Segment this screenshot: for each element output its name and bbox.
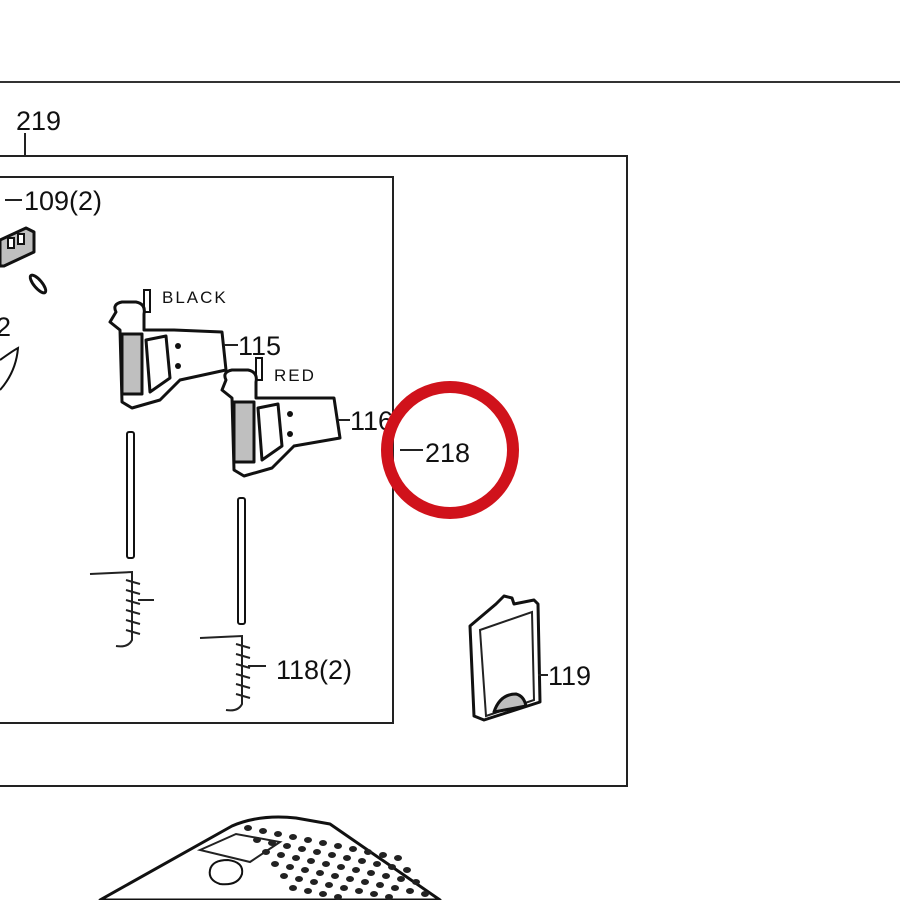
perforated-plate	[98, 815, 442, 900]
plate-hole	[382, 873, 390, 879]
plate-hole	[253, 837, 261, 843]
plate-hole	[367, 870, 375, 876]
assembly-box-219	[0, 155, 628, 787]
plate-hole	[391, 885, 399, 891]
plate-hole	[412, 879, 420, 885]
bracket-115	[108, 289, 228, 410]
plate-hole	[319, 840, 327, 846]
inner-box	[0, 176, 394, 724]
plate-hole	[277, 852, 285, 858]
part-2-fragment	[0, 346, 20, 391]
plate-hole	[295, 876, 303, 882]
plate-hole	[403, 867, 411, 873]
label-black[interactable]: BLACK	[162, 288, 228, 307]
highlight-circle	[381, 381, 519, 519]
plate-hole	[349, 846, 357, 852]
plate-hole	[262, 849, 270, 855]
plate-hole	[388, 864, 396, 870]
plate-hole	[319, 891, 327, 897]
part-109	[0, 226, 48, 295]
spring-left	[89, 570, 154, 648]
plate-hole	[352, 867, 360, 873]
plate-holes	[244, 825, 429, 900]
pin-left	[126, 431, 135, 559]
plate-hole	[340, 885, 348, 891]
plate-hole	[337, 864, 345, 870]
cover-119	[468, 594, 542, 722]
label-2[interactable]: 2	[0, 312, 11, 342]
label-115[interactable]: 115	[238, 331, 281, 361]
spring-right	[199, 634, 266, 712]
plate-hole	[310, 879, 318, 885]
plate-hole	[301, 867, 309, 873]
label-218[interactable]: 218	[425, 438, 470, 468]
plate-hole	[346, 876, 354, 882]
plate-hole	[370, 891, 378, 897]
plate-hole	[394, 855, 402, 861]
plate-hole	[331, 873, 339, 879]
plate-hole	[274, 831, 282, 837]
label-118[interactable]: 118(2)	[276, 655, 352, 685]
plate-hole	[421, 891, 429, 897]
plate-hole	[283, 843, 291, 849]
plate-hole	[334, 894, 342, 900]
plate-hole	[328, 852, 336, 858]
plate-hole	[343, 855, 351, 861]
plate-hole	[259, 828, 267, 834]
label-red[interactable]: RED	[274, 366, 316, 385]
plate-hole	[406, 888, 414, 894]
plate-hole	[307, 858, 315, 864]
plate-hole	[304, 837, 312, 843]
bracket-116	[220, 357, 342, 478]
plate-hole	[355, 888, 363, 894]
plate-hole	[298, 846, 306, 852]
plate-hole	[271, 861, 279, 867]
plate-hole	[304, 888, 312, 894]
plate-hole	[397, 876, 405, 882]
plate-hole	[358, 858, 366, 864]
pin-right	[237, 497, 246, 625]
plate-hole	[379, 852, 387, 858]
plate-hole	[322, 861, 330, 867]
plate-hole	[316, 870, 324, 876]
plate-hole	[361, 879, 369, 885]
plate-hole	[289, 885, 297, 891]
plate-hole	[385, 894, 393, 900]
label-119[interactable]: 119	[548, 661, 591, 691]
plate-hole	[373, 861, 381, 867]
plate-hole	[292, 855, 300, 861]
plate-hole	[244, 825, 252, 831]
plate-hole	[313, 849, 321, 855]
label-219[interactable]: 219	[16, 106, 61, 136]
plate-hole	[376, 882, 384, 888]
plate-hole	[364, 849, 372, 855]
plate-hole	[268, 840, 276, 846]
plate-hole	[289, 834, 297, 840]
plate-hole	[286, 864, 294, 870]
plate-hole	[325, 882, 333, 888]
plate-hole	[334, 843, 342, 849]
label-109[interactable]: 109(2)	[24, 186, 102, 216]
plate-hole	[280, 873, 288, 879]
